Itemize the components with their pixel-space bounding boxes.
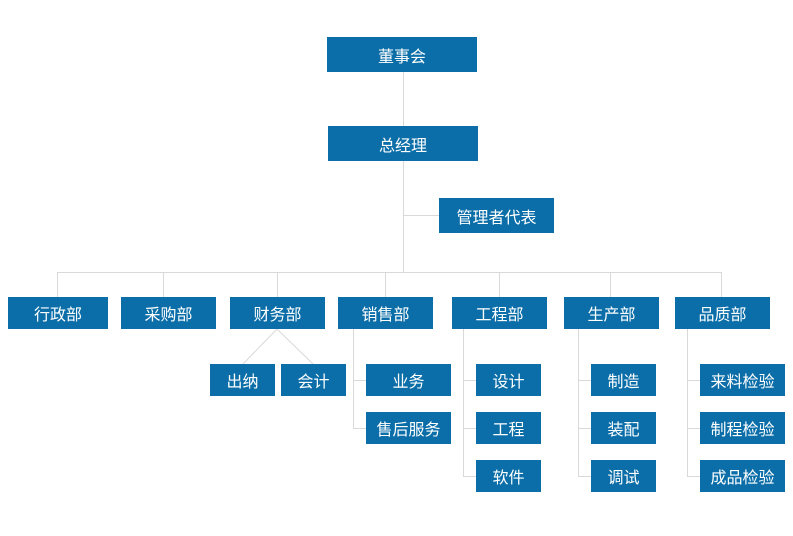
- node-production-assembly[interactable]: 装配: [591, 412, 656, 444]
- connector-engineering-vertical: [463, 329, 464, 476]
- node-engineering-design[interactable]: 设计: [476, 364, 541, 396]
- connector-production-branch-2: [578, 428, 591, 429]
- connector-gm-trunk: [403, 161, 404, 272]
- node-dept-finance[interactable]: 财务部: [230, 297, 325, 329]
- connector-dept-purchasing: [163, 272, 164, 297]
- connector-dept-finance: [277, 272, 278, 297]
- node-dept-purchasing[interactable]: 采购部: [121, 297, 216, 329]
- node-quality-incoming-inspection[interactable]: 来料检验: [700, 364, 785, 396]
- node-sales-business[interactable]: 业务: [366, 364, 451, 396]
- node-general-manager[interactable]: 总经理: [328, 126, 478, 161]
- node-dept-engineering[interactable]: 工程部: [452, 297, 547, 329]
- connector-production-branch-1: [578, 380, 591, 381]
- node-production-manufacturing[interactable]: 制造: [591, 364, 656, 396]
- connector-production-branch-3: [578, 476, 591, 477]
- node-finance-cashier[interactable]: 出纳: [210, 364, 275, 396]
- node-production-debugging[interactable]: 调试: [591, 460, 656, 492]
- node-sales-after-service[interactable]: 售后服务: [366, 412, 451, 444]
- node-management-representative[interactable]: 管理者代表: [439, 198, 554, 233]
- connector-quality-branch-1: [687, 380, 700, 381]
- node-quality-final-inspection[interactable]: 成品检验: [700, 460, 785, 492]
- connector-dept-sales: [385, 272, 386, 297]
- node-dept-production[interactable]: 生产部: [564, 297, 659, 329]
- node-board[interactable]: 董事会: [327, 37, 477, 72]
- connector-dept-quality: [721, 272, 722, 297]
- node-dept-quality[interactable]: 品质部: [675, 297, 770, 329]
- connector-sales-branch-2: [353, 428, 366, 429]
- node-dept-admin[interactable]: 行政部: [8, 297, 108, 329]
- connector-dept-admin: [57, 272, 58, 297]
- node-finance-accounting[interactable]: 会计: [281, 364, 346, 396]
- connector-engineering-branch-1: [463, 380, 476, 381]
- node-quality-process-inspection[interactable]: 制程检验: [700, 412, 785, 444]
- connector-quality-branch-3: [687, 476, 700, 477]
- connector-engineering-branch-3: [463, 476, 476, 477]
- connector-dept-production: [610, 272, 611, 297]
- connector-dept-bus: [57, 272, 722, 273]
- connector-dept-engineering: [499, 272, 500, 297]
- connector-quality-branch-2: [687, 428, 700, 429]
- node-dept-sales[interactable]: 销售部: [338, 297, 433, 329]
- connector-mgmt-rep: [403, 215, 439, 216]
- connector-engineering-branch-2: [463, 428, 476, 429]
- connector-sales-branch-1: [353, 380, 366, 381]
- connector-board-gm: [403, 72, 404, 126]
- connector-quality-vertical: [687, 329, 688, 476]
- node-engineering-software[interactable]: 软件: [476, 460, 541, 492]
- connector-production-vertical: [578, 329, 579, 476]
- connector-sales-vertical: [353, 329, 354, 428]
- node-engineering-project[interactable]: 工程: [476, 412, 541, 444]
